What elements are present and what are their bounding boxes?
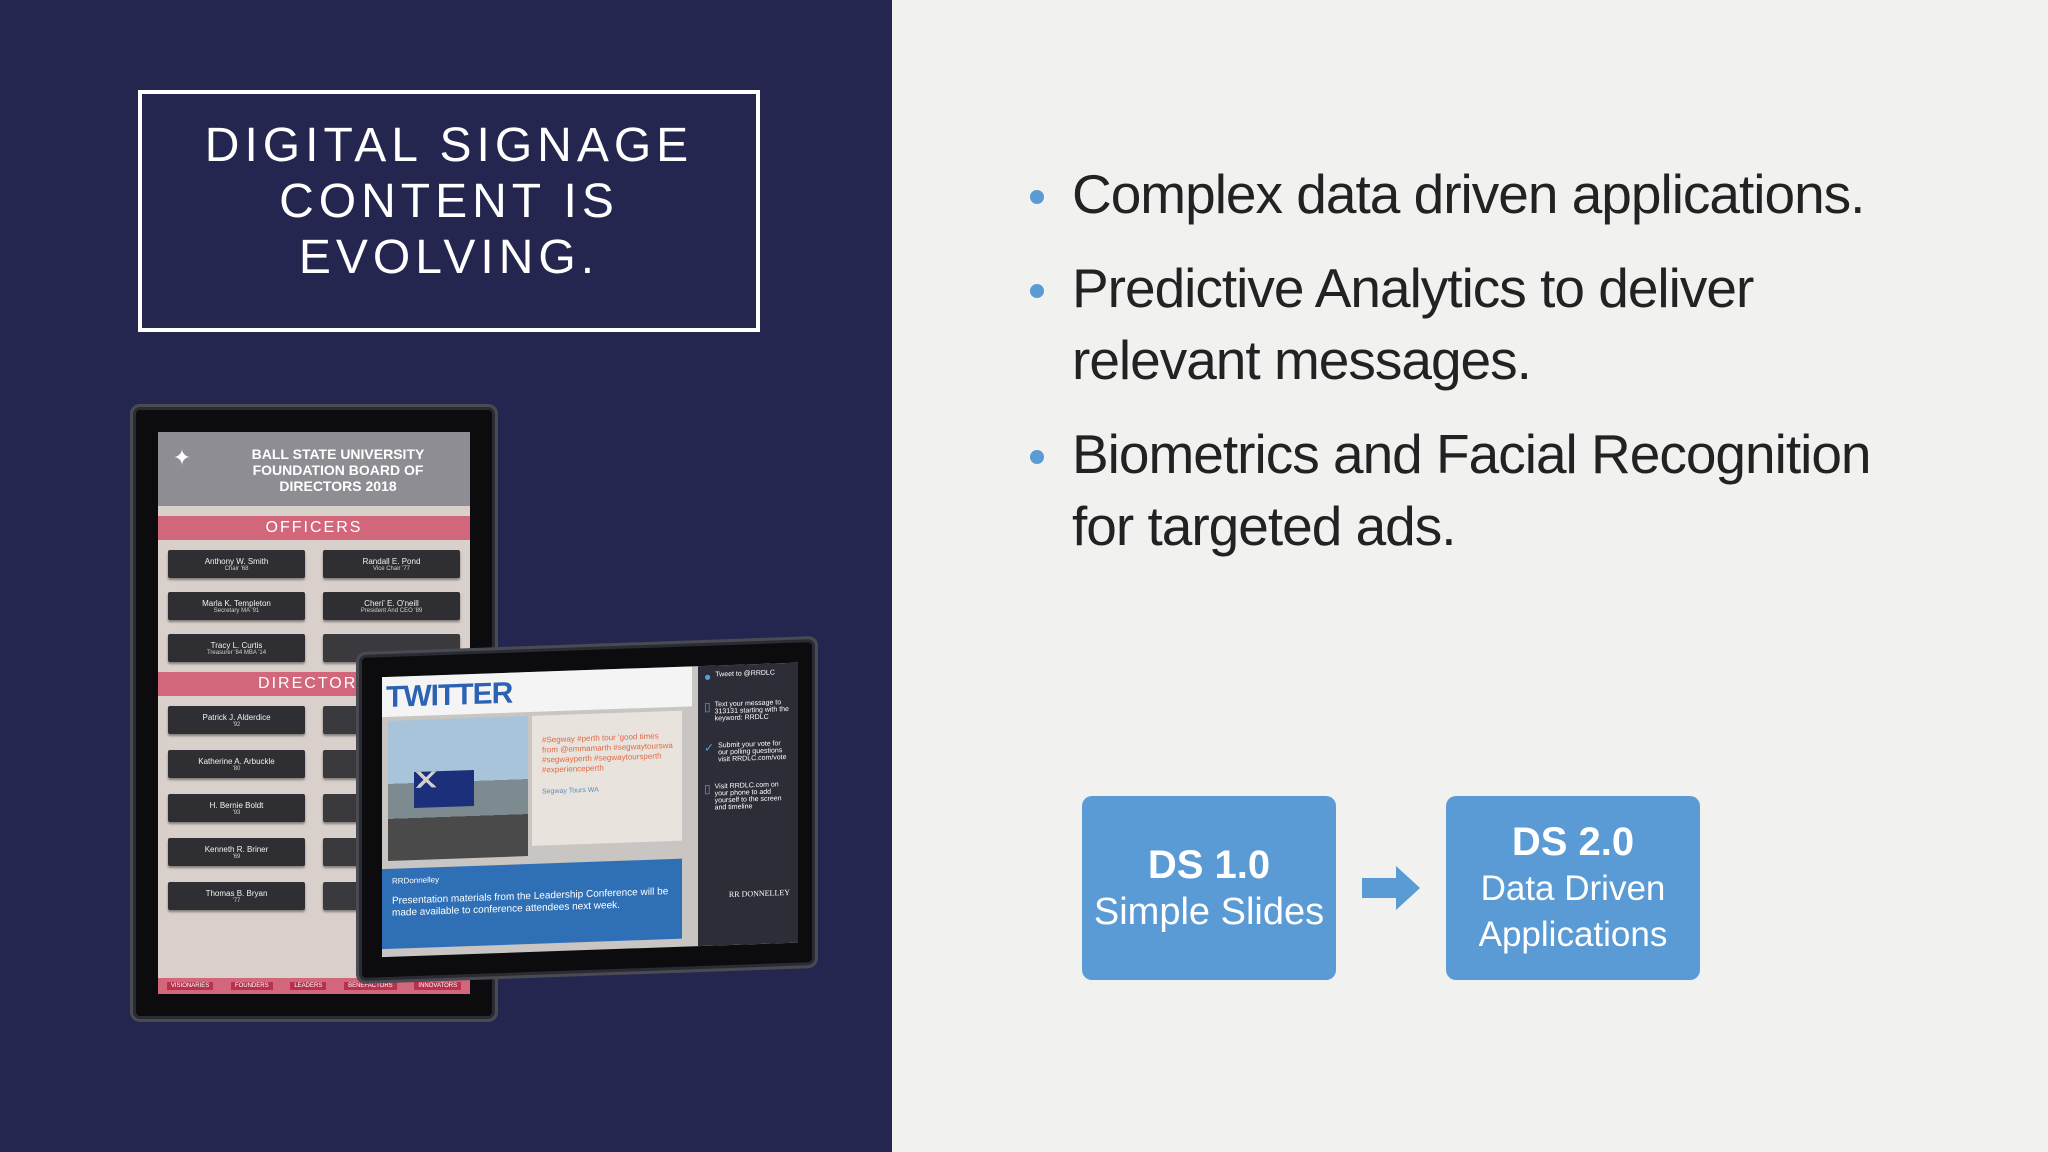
sidebar-item: ▯Visit RRDLC.com on your phone to add yo… (704, 781, 792, 812)
plaque-name: Randall E. Pond (362, 556, 421, 566)
portrait-org-title: BALL STATE UNIVERSITY FOUNDATION BOARD O… (251, 446, 425, 494)
footer-tab: VISIONARIES (166, 982, 214, 990)
twitter-banner: RRDonnelley Presentation materials from … (382, 858, 682, 950)
tweet-photo (388, 716, 528, 861)
plaque-sub: Chair '68 (224, 565, 249, 572)
plaque-name: Marla K. Templeton (202, 598, 271, 608)
bullet-item: Biometrics and Facial Recognition for ta… (1030, 418, 1930, 562)
title-box: DIGITAL SIGNAGE CONTENT IS EVOLVING. (138, 90, 760, 332)
bullet-text: Biometrics and Facial Recognition for ta… (1072, 423, 1871, 557)
ds2-subtitle: Data Driven Applications (1478, 869, 1668, 954)
arrow-right-icon (1362, 866, 1420, 910)
flag-icon (414, 769, 474, 809)
bullet-icon (1030, 450, 1044, 464)
footer-tab: BENEFACTORS (344, 982, 397, 990)
plaque-sub: Treasurer '84 MBA '14 (206, 649, 267, 656)
bullet-text: Complex data driven applications. (1072, 163, 1865, 225)
ds1-box: DS 1.0 Simple Slides (1082, 796, 1336, 980)
bullet-icon (1030, 190, 1044, 204)
ds2-title: DS 2.0 (1511, 820, 1635, 864)
sidebar-item: ●Tweet to @RRDLC (704, 669, 792, 684)
plaque-name: H. Bernie Boldt (209, 800, 264, 810)
plaque-name: Kenneth R. Briner (204, 844, 269, 854)
plaque-sub: Secretary MA '91 (213, 607, 260, 614)
sidebar-text: Visit RRDLC.com on your phone to add you… (714, 781, 782, 812)
plaque: Kenneth R. Briner'69 (168, 838, 305, 866)
bullet-item: Complex data driven applications. (1030, 158, 1930, 230)
plaque-name: Tracy L. Curtis (210, 640, 263, 650)
plaque-sub: '77 (232, 897, 241, 904)
slide-title: DIGITAL SIGNAGE CONTENT IS EVOLVING. (204, 119, 694, 284)
cardinal-logo-icon: ✦ (172, 445, 192, 470)
portrait-header: ✦ BALL STATE UNIVERSITY FOUNDATION BOARD… (158, 432, 470, 506)
plaque: Thomas B. Bryan'77 (168, 882, 305, 910)
plaque-name: Katherine A. Arbuckle (198, 756, 275, 766)
plaque-sub: President And CEO '89 (360, 607, 423, 614)
check-icon: ✓ (704, 740, 715, 755)
footer-tab: INNOVATORS (414, 982, 462, 990)
bullet-text: Predictive Analytics to deliver relevant… (1072, 257, 1754, 391)
plaque-sub: Vice Chair '77 (372, 565, 411, 572)
sidebar-text: Submit your vote for our polling questio… (718, 740, 787, 764)
footer-tab: FOUNDERS (230, 982, 273, 990)
sidebar-text: Tweet to @RRDLC (715, 669, 775, 679)
ds2-box: DS 2.0 Data Driven Applications (1446, 796, 1700, 980)
portrait-footer: VISIONARIES FOUNDERS LEADERS BENEFACTORS… (158, 978, 470, 994)
twitter-title: TWITTER (386, 676, 513, 715)
directors-grid: Patrick J. Alderdice'92 Katherine A. Arb… (158, 696, 470, 910)
left-panel: DIGITAL SIGNAGE CONTENT IS EVOLVING. ✦ B… (0, 0, 892, 1152)
plaque-name: Anthony W. Smith (204, 556, 269, 566)
plaque: H. Bernie Boldt'93 (168, 794, 305, 822)
mobile-icon: ▯ (704, 781, 711, 796)
plaque-sub: '93 (232, 809, 241, 816)
officers-label: OFFICERS (158, 516, 470, 540)
bullet-list: Complex data driven applications. Predic… (1030, 158, 1930, 584)
ds1-title: DS 1.0 (1147, 843, 1271, 887)
ds1-subtitle: Simple Slides (1093, 891, 1325, 933)
tweet-card: #Segway #perth tour 'good times from @em… (532, 710, 682, 846)
footer-tab: LEADERS (290, 982, 327, 990)
landscape-screen-image: TWITTER #Segway #perth tour 'good times … (362, 642, 812, 978)
banner-handle: RRDonnelley (392, 875, 440, 886)
twitter-header: TWITTER (382, 666, 692, 718)
bullet-item: Predictive Analytics to deliver relevant… (1030, 252, 1930, 396)
plaque-name: Thomas B. Bryan (205, 888, 268, 898)
landscape-screen-content: TWITTER #Segway #perth tour 'good times … (382, 662, 798, 958)
banner-message: Presentation materials from the Leadersh… (392, 886, 669, 919)
twitter-sidebar: ●Tweet to @RRDLC ▯Text your message to 3… (698, 662, 798, 947)
phone-icon: ▯ (704, 699, 711, 714)
plaque: Patrick J. Alderdice'92 (168, 706, 305, 734)
sidebar-item: ✓Submit your vote for our polling questi… (704, 740, 792, 764)
bullet-icon (1030, 284, 1044, 298)
plaque: Katherine A. Arbuckle'80 (168, 750, 305, 778)
sidebar-item: ▯Text your message to 313131 starting wi… (704, 699, 792, 723)
chat-icon: ● (704, 669, 712, 684)
sidebar-text: Text your message to 313131 starting wit… (714, 699, 789, 723)
tweet-text: #Segway #perth tour 'good times from @em… (542, 731, 673, 775)
tweet-author: Segway Tours WA (542, 786, 599, 796)
plaque-name: Patrick J. Alderdice (202, 712, 271, 722)
plaque-name: Cheri' E. O'neill (364, 598, 419, 608)
plaque-sub: '80 (232, 765, 241, 772)
plaque-sub: '92 (232, 721, 241, 728)
plaque-sub: '69 (232, 853, 241, 860)
